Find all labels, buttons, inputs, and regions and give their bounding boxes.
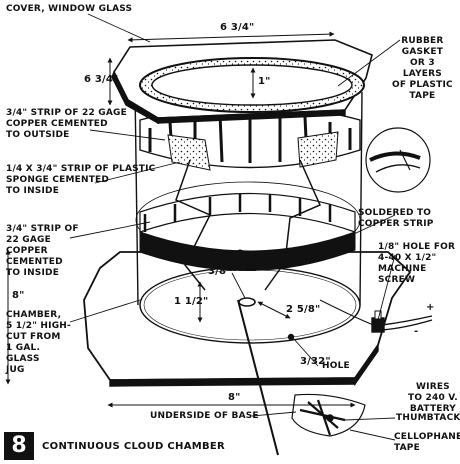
inner-copper-strip	[139, 192, 356, 271]
dim-base-width: 8"	[228, 392, 241, 403]
label-cellophane: CELLOPHANE TAPE	[394, 432, 460, 453]
label-underside: UNDERSIDE OF BASE	[150, 411, 259, 421]
figure-number-badge: 8	[4, 432, 34, 460]
underside-detail	[291, 393, 366, 437]
label-hole-lower: HOLE	[322, 361, 350, 371]
dim-gasket-gap: 1"	[258, 76, 271, 87]
inset-detail	[365, 127, 431, 193]
dim-hole-offset: 2 5/8"	[286, 304, 321, 315]
dim-chamber-height: 1 1/2"	[174, 296, 209, 307]
plastic-sponge-strip	[167, 131, 339, 171]
dim-hole-upper: 3/8"	[208, 266, 232, 277]
label-cover-glass: COVER, WINDOW GLASS	[6, 4, 133, 14]
dim-hole-lower: 3/32"	[300, 356, 331, 367]
hole-small	[287, 333, 295, 341]
label-wires: WIRES TO 240 V. BATTERY	[408, 382, 458, 414]
label-screw-hole: 1/8" HOLE FOR 4-40 X 1/2" MACHINE SCREW	[378, 242, 456, 285]
dim-cover-width: 6 3/4"	[220, 22, 255, 33]
label-hole-upper: HOLE	[229, 264, 257, 274]
label-copper-strip-inside: 3/4" STRIP OF 22 GAGE COPPER CEMENTED TO…	[6, 224, 79, 278]
rubber-gasket	[139, 57, 365, 113]
battery-wires	[319, 299, 433, 331]
label-rubber-gasket: RUBBER GASKET OR 3 LAYERS OF PLASTIC TAP…	[392, 36, 453, 101]
label-soldered: SOLDERED TO COPPER STRIP	[358, 208, 434, 229]
wire-minus-sign: -	[414, 326, 419, 337]
label-copper-strip-outside: 3/4" STRIP OF 22 GAGE COPPER CEMENTED TO…	[6, 108, 127, 140]
label-chamber: CHAMBER, 5 1/2" HIGH- CUT FROM 1 GAL. GL…	[6, 310, 71, 375]
wire-plus-sign: +	[426, 302, 435, 313]
leader-lines	[69, 13, 401, 441]
label-plastic-sponge: 1/4 X 3/4" STRIP OF PLASTIC SPONGE CEMEN…	[6, 164, 156, 196]
dim-base-depth: 8"	[12, 290, 25, 301]
dimension-lines	[5, 31, 356, 408]
label-thumbtack: THUMBTACK	[396, 413, 460, 423]
hole-large	[238, 297, 256, 307]
dim-cover-depth: 6 3/4"	[84, 74, 119, 85]
figure-caption: CONTINUOUS CLOUD CHAMBER	[42, 441, 226, 452]
